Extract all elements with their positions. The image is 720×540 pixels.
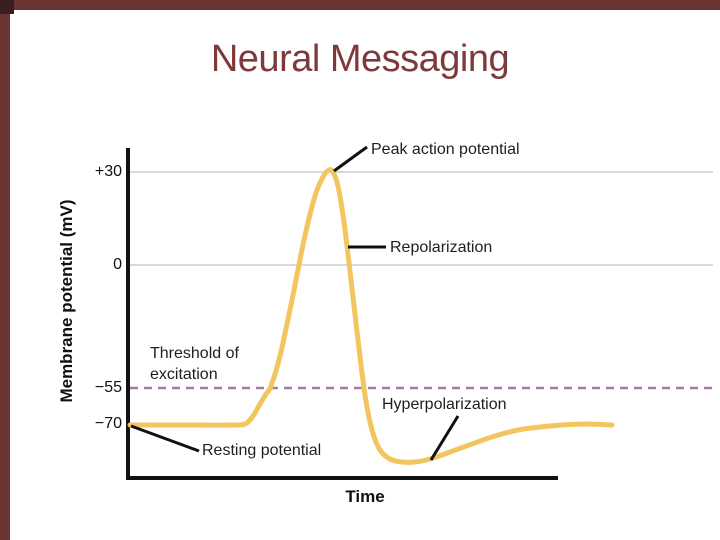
y-axis-label: Membrane potential (mV) xyxy=(57,199,76,403)
y-tick-0: 0 xyxy=(113,256,122,273)
slide-frame-left-bar xyxy=(0,0,10,540)
membrane-potential-curve xyxy=(127,167,615,465)
y-tick-30: +30 xyxy=(94,163,122,180)
leader-line-hyperpolarization xyxy=(429,415,460,461)
leader-line-resting xyxy=(130,424,200,453)
annotation-hyperpolarization: Hyperpolarization xyxy=(382,396,507,413)
leader-line-peak xyxy=(333,145,368,173)
x-axis-label: Time xyxy=(345,487,385,506)
slide-title: Neural Messaging xyxy=(210,38,510,80)
annotation-resting: Resting potential xyxy=(202,442,322,459)
y-tick--55: −55 xyxy=(94,379,122,396)
annotation-repolarization: Repolarization xyxy=(390,239,493,256)
annotation-peak: Peak action potential xyxy=(371,141,520,158)
slide-frame-corner xyxy=(0,0,14,14)
y-tick--70: −70 xyxy=(94,415,122,432)
slide-frame-top-bar xyxy=(0,0,720,10)
